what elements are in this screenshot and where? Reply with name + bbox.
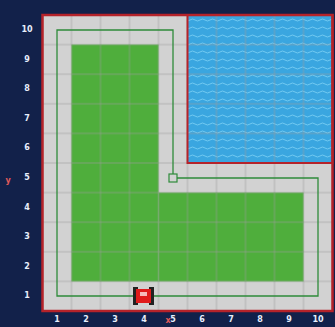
- axis-number: 1: [24, 292, 30, 300]
- axis-number: 9: [24, 56, 30, 64]
- axis-number: 7: [24, 115, 30, 123]
- route-line: [57, 30, 318, 296]
- axis-number: 4: [24, 204, 30, 212]
- axis-name: y: [5, 177, 10, 185]
- axis-number: 1: [54, 316, 60, 324]
- axis-name: x: [165, 317, 170, 325]
- axis-number: 8: [257, 316, 263, 324]
- axis-number: 7: [228, 316, 234, 324]
- axis-number: 6: [199, 316, 205, 324]
- grid-lines: [43, 15, 333, 311]
- axis-number: 8: [24, 85, 30, 93]
- axis-number: 10: [312, 316, 323, 324]
- axis-number: 2: [24, 263, 30, 271]
- path-ground: [43, 15, 333, 311]
- boundary: [43, 15, 333, 311]
- axis-number: 9: [286, 316, 292, 324]
- robot: [133, 287, 154, 305]
- axis-number: 5: [24, 174, 30, 182]
- axis-number: 2: [83, 316, 89, 324]
- axis-number: 5: [170, 316, 176, 324]
- water-area: [188, 15, 333, 163]
- axis-number: 10: [21, 26, 32, 34]
- axis-number: 3: [24, 233, 30, 241]
- axis-number: 6: [24, 144, 30, 152]
- axis-number: 3: [112, 316, 118, 324]
- route-marker: [169, 174, 177, 182]
- axis-number: 4: [141, 316, 147, 324]
